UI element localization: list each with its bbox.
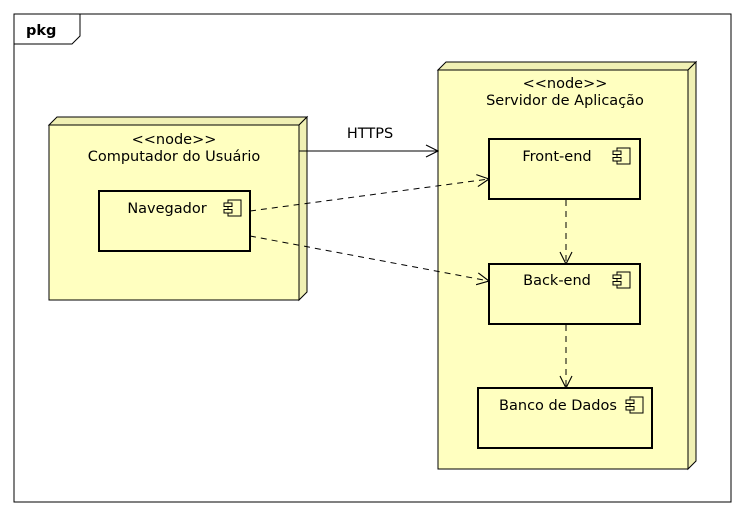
node-servidor-side	[687, 60, 697, 471]
component-front-end[interactable]: Front-end	[488, 138, 641, 200]
component-front-end-label: Front-end	[522, 149, 591, 165]
node-computador-stereotype: <<node>>	[132, 132, 217, 148]
component-icon	[612, 147, 631, 165]
node-computador-top	[47, 116, 309, 126]
node-servidor-stereotype: <<node>>	[523, 76, 608, 92]
node-computador-side	[298, 115, 308, 302]
component-back-end-label: Back-end	[523, 273, 591, 289]
package-label: pkg	[26, 23, 56, 39]
dependency-navegador-back-end[interactable]	[249, 235, 489, 281]
https-label: HTTPS	[347, 126, 393, 142]
component-navegador[interactable]: Navegador	[98, 190, 251, 252]
component-back-end[interactable]: Back-end	[488, 263, 641, 325]
component-navegador-label: Navegador	[127, 201, 206, 217]
component-icon	[625, 396, 644, 414]
component-banco-de-dados-label: Banco de Dados	[499, 398, 617, 414]
https-connection[interactable]: HTTPS	[299, 126, 438, 151]
node-servidor-top	[436, 61, 698, 71]
component-banco-de-dados[interactable]: Banco de Dados	[477, 387, 653, 449]
component-icon	[223, 199, 242, 217]
node-computador-name: Computador do Usuário	[88, 149, 261, 165]
dependency-navegador-front-end[interactable]	[249, 179, 489, 212]
node-servidor-name: Servidor de Aplicação	[486, 93, 644, 109]
component-icon	[612, 271, 631, 289]
